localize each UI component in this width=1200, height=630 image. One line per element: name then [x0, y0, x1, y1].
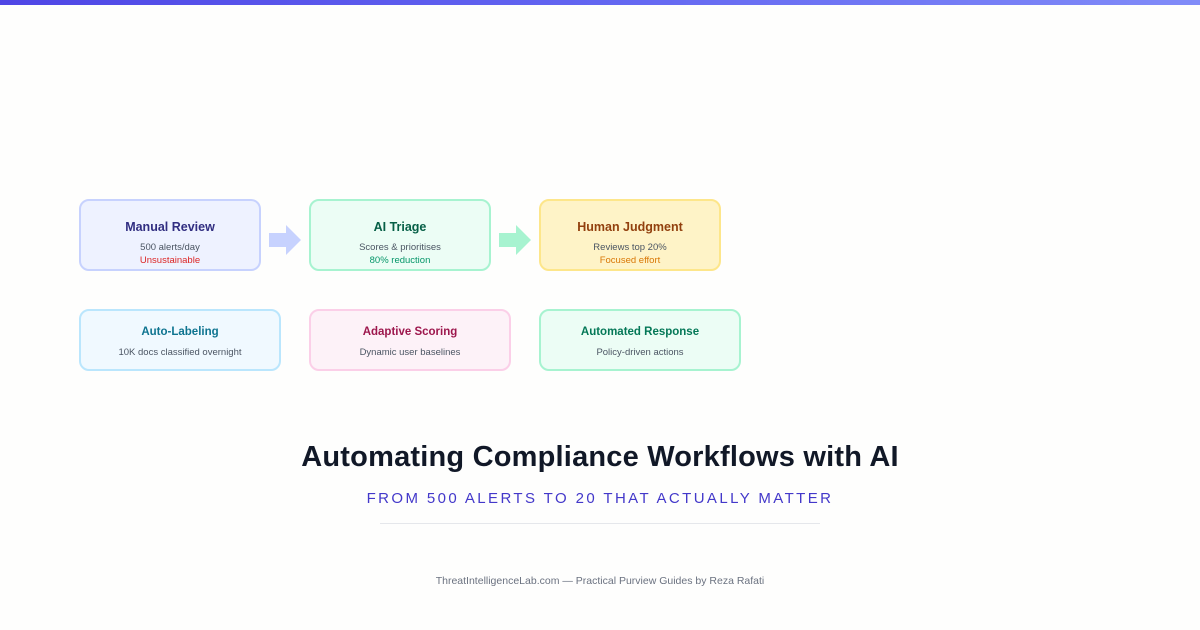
page-subtitle: FROM 500 ALERTS TO 20 THAT ACTUALLY MATT…	[366, 490, 834, 507]
flow-card-subtitle: Scores & prioritises	[359, 242, 441, 253]
feature-card-subtitle: Policy-driven actions	[596, 347, 684, 358]
flow-card-subtitle: 500 alerts/day	[140, 242, 200, 253]
flow-card-note: Unsustainable	[139, 255, 201, 266]
arrow-shape	[499, 225, 531, 255]
flow-card-note: Focused effort	[599, 255, 661, 266]
feature-card-subtitle: 10K docs classified overnight	[118, 347, 242, 358]
feature-card-title: Automated Response	[580, 326, 700, 338]
footer-credit: ThreatIntelligenceLab.com — Practical Pu…	[435, 575, 765, 587]
feature-card-adaptive-scoring: Adaptive Scoring Dynamic user baselines	[309, 309, 511, 371]
feature-card-subtitle: Dynamic user baselines	[359, 347, 461, 358]
feature-card-title: Adaptive Scoring	[362, 326, 458, 338]
top-accent-bar	[0, 0, 1200, 5]
feature-card-automated-response: Automated Response Policy-driven actions	[539, 309, 741, 371]
flow-card-note: 80% reduction	[369, 255, 431, 266]
flow-card-manual-review: Manual Review 500 alerts/day Unsustainab…	[79, 199, 261, 271]
flow-card-subtitle: Reviews top 20%	[593, 242, 667, 253]
divider	[380, 523, 820, 524]
feature-card-title: Auto-Labeling	[141, 326, 219, 338]
page-title: Automating Compliance Workflows with AI	[301, 441, 899, 473]
flow-card-ai-triage: AI Triage Scores & prioritises 80% reduc…	[309, 199, 491, 271]
feature-card-auto-labeling: Auto-Labeling 10K docs classified overni…	[79, 309, 281, 371]
arrow-shape	[269, 225, 301, 255]
arrow-right-icon	[269, 225, 301, 255]
flow-card-human-judgment: Human Judgment Reviews top 20% Focused e…	[539, 199, 721, 271]
arrow-right-icon	[499, 225, 531, 255]
flow-card-title: Human Judgment	[577, 220, 683, 234]
flow-card-title: Manual Review	[125, 220, 215, 234]
flow-card-title: AI Triage	[373, 220, 427, 234]
